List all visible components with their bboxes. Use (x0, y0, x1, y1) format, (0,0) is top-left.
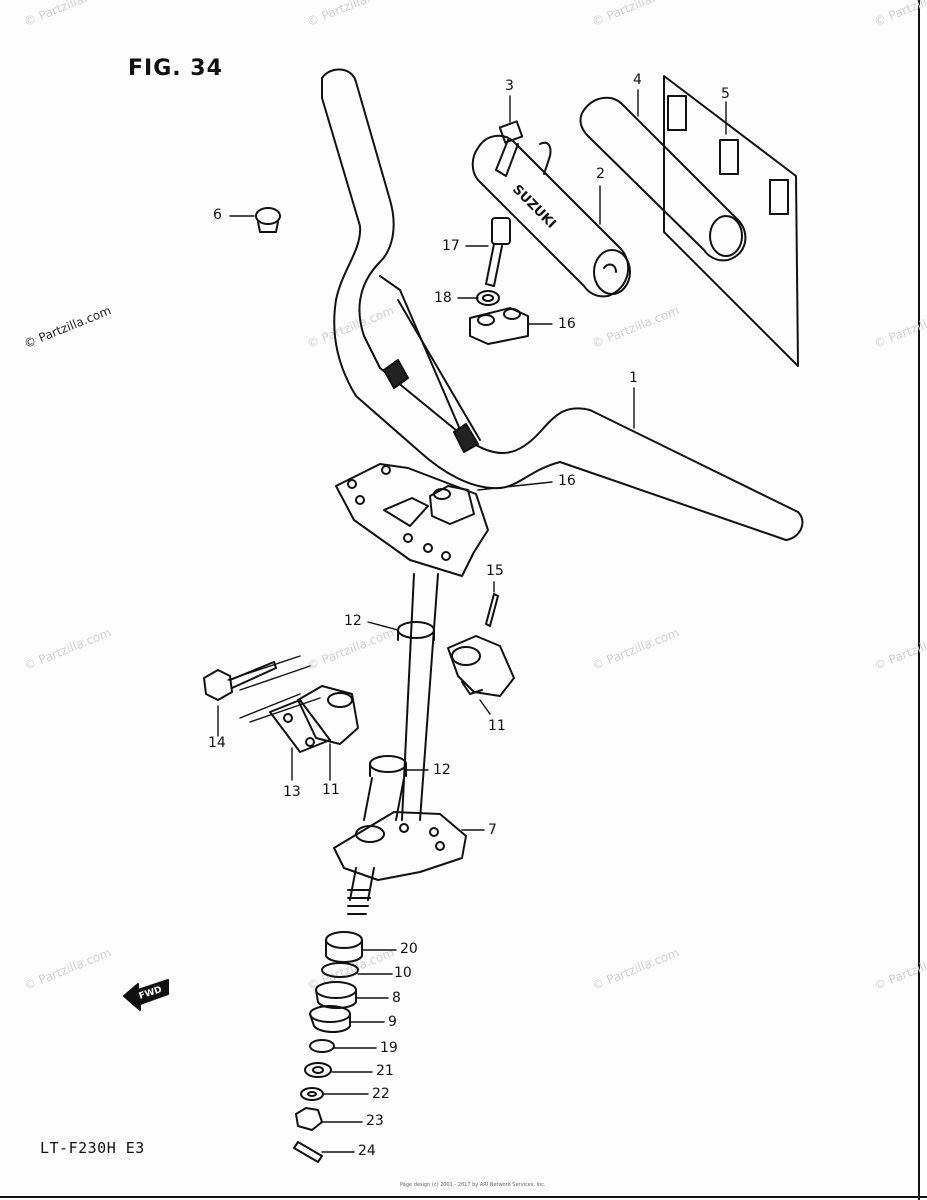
callout-8: 8 (392, 990, 401, 1006)
callout-1: 1 (629, 370, 638, 386)
crossbar-pad (579, 96, 747, 262)
callout-11-right: 11 (488, 718, 506, 734)
pad-strap (495, 120, 552, 177)
callout-24: 24 (358, 1143, 376, 1159)
shaft-holder-left (297, 685, 359, 745)
callout-23: 23 (366, 1113, 384, 1129)
steering-arm (333, 811, 467, 915)
callout-17: 17 (442, 238, 460, 254)
steering-shaft (363, 573, 439, 821)
callout-11-left: 11 (322, 782, 340, 798)
instruction-sheet (663, 75, 799, 367)
steering-bracket (335, 463, 489, 577)
holder-upper (469, 307, 529, 345)
callout-22: 22 (372, 1086, 390, 1102)
callout-15: 15 (486, 563, 504, 579)
callout-14: 14 (208, 735, 226, 751)
callout-16-upper: 16 (558, 316, 576, 332)
callout-13: 13 (283, 784, 301, 800)
fwd-arrow-icon (123, 979, 169, 1011)
bolt-14 (203, 655, 321, 723)
right-border (918, 0, 920, 1200)
handlebar-pad (471, 134, 631, 298)
callout-7: 7 (488, 822, 497, 838)
callout-4: 4 (633, 72, 642, 88)
plate-13 (269, 699, 331, 753)
callout-12-upper: 12 (344, 613, 362, 629)
brand-text: SUZUKI (509, 182, 558, 231)
cotter-pin-15 (485, 593, 499, 627)
callout-2: 2 (596, 166, 605, 182)
callout-21: 21 (376, 1063, 394, 1079)
callout-6: 6 (213, 207, 222, 223)
end-plug (255, 207, 281, 233)
callout-18: 18 (434, 290, 452, 306)
callout-20: 20 (400, 941, 418, 957)
figure-title: FIG. 34 (128, 56, 223, 81)
callout-16-bracket: 16 (558, 473, 576, 489)
bolt-17 (485, 217, 511, 287)
bottom-border (0, 1196, 927, 1198)
callout-10: 10 (394, 965, 412, 981)
callout-12-lower: 12 (433, 762, 451, 778)
handlebar (321, 68, 804, 541)
callout-9: 9 (388, 1014, 397, 1030)
model-code: LT-F230H E3 (40, 1139, 145, 1157)
leader-lines (217, 89, 727, 1153)
callout-3: 3 (505, 78, 514, 94)
shaft-holder-right (447, 635, 515, 697)
bearing-stack (293, 931, 363, 1163)
callout-5: 5 (721, 86, 730, 102)
footer-copyright: Page design (c) 2001 - 2017 by ARI Netwo… (400, 1182, 546, 1188)
callout-19: 19 (380, 1040, 398, 1056)
washer-18 (476, 290, 500, 306)
